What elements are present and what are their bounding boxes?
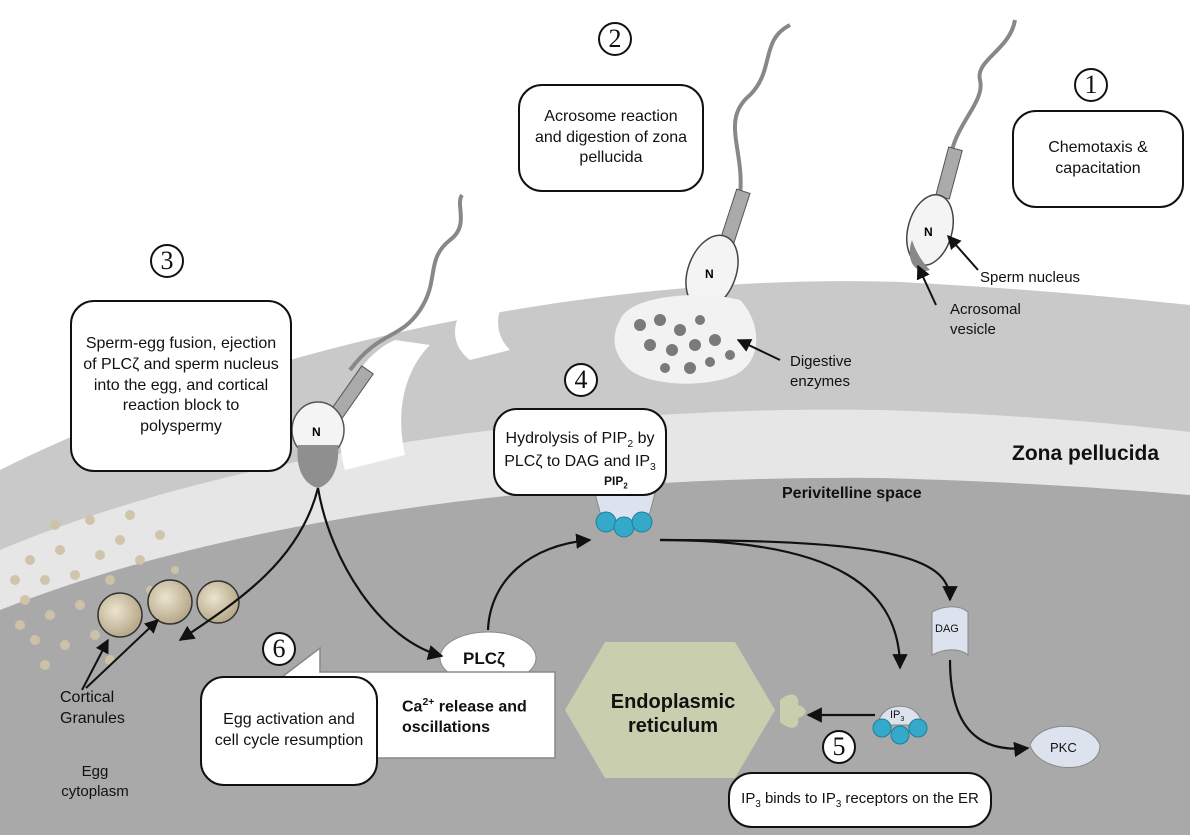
step-6-box: Egg activation and cell cycle resumption	[200, 676, 378, 786]
pointer-sperm-nucleus	[947, 234, 979, 271]
ca-release-label: Ca2+ release and oscillations	[402, 697, 527, 737]
cortical-granule-1	[97, 592, 143, 638]
step-1-number: 1	[1074, 68, 1108, 102]
ip3-beads	[872, 718, 928, 745]
step-5-box: IP3 binds to IP3 receptors on the ER	[728, 772, 992, 828]
digestive-enzyme-cloud	[614, 295, 757, 384]
pointer-cortical-granule-2	[85, 619, 160, 689]
pointer-cortical-granule-1	[81, 638, 109, 691]
arrow-fusion-to-activation	[178, 487, 320, 641]
cortical-granule-3	[196, 580, 240, 624]
sperm-3-nucleus-letter: N	[312, 425, 321, 439]
acrosomal-vesicle-label: Acrosomal vesicle	[950, 301, 1021, 338]
sperm-1-nucleus-letter: N	[924, 225, 933, 239]
cortical-granule-cluster	[10, 510, 179, 670]
dag-shape	[931, 606, 969, 657]
step-1-box: Chemotaxis & capacitation	[1012, 110, 1184, 208]
cortical-granules-label: Cortical Granules	[60, 689, 125, 727]
sperm-1-midpiece	[935, 146, 963, 200]
egg-cytoplasm-label: Egg cytoplasm	[61, 763, 129, 800]
step-4-text: Hydrolysis of PIP2 by PLCζ to DAG and IP…	[504, 430, 656, 474]
step-1-text: Chemotaxis & capacitation	[1048, 139, 1148, 177]
sperm-2-tail	[732, 23, 791, 196]
ip3-label: IP3	[890, 709, 905, 724]
sperm-1-tail	[950, 19, 1017, 151]
step-3-box: Sperm-egg fusion, ejection of PLCζ and s…	[70, 300, 292, 472]
arrow-fusion-to-plc	[316, 487, 444, 660]
digestive-enzyme-dots	[634, 314, 735, 374]
step-6-number: 6	[262, 632, 296, 666]
step-3-text: Sperm-egg fusion, ejection of PLCζ and s…	[83, 335, 279, 436]
step-3-number: 3	[150, 244, 184, 278]
digestive-enzymes-label: Digestive enzymes	[790, 353, 852, 390]
perivitelline-space-label: Perivitelline space	[782, 485, 922, 502]
er-label: Endoplasmic reticulum	[610, 691, 736, 737]
arrow-plc-to-pip2	[486, 533, 592, 631]
step-2-number: 2	[598, 22, 632, 56]
dag-label: DAG	[935, 623, 959, 635]
sperm-nucleus-label: Sperm nucleus	[980, 269, 1081, 286]
er-hexagon	[565, 642, 775, 778]
zona-pellucida-label: Zona pellucida	[1012, 442, 1160, 465]
sperm-3-fusion-stalk	[297, 445, 339, 488]
pointer-acrosomal-vesicle	[916, 264, 937, 306]
zona-channel-right	[455, 300, 510, 360]
cortical-granule-2	[147, 579, 193, 625]
pkc-shape	[1029, 725, 1101, 768]
arrow-pip2-to-dag	[659, 538, 958, 602]
pointer-digestive-enzymes	[736, 339, 781, 361]
step-6-text: Egg activation and cell cycle resumption	[214, 711, 364, 749]
sperm-3-tail	[348, 193, 464, 372]
step-5-text: IP3 binds to IP3 receptors on the ER	[741, 789, 979, 810]
pkc-label: PKC	[1050, 740, 1077, 755]
plc-label: PLCζ	[463, 649, 505, 668]
arrow-pip2-to-ip3	[659, 538, 908, 670]
sperm-2-nucleus-letter: N	[705, 267, 714, 281]
step-4-number: 4	[564, 363, 598, 397]
step-4-box: Hydrolysis of PIP2 by PLCζ to DAG and IP…	[493, 408, 667, 496]
pip2-beads	[595, 511, 653, 538]
pip2-label: PIP2	[604, 474, 628, 491]
er-receptor	[780, 694, 806, 728]
step-2-text: Acrosome reaction and digestion of zona …	[534, 107, 688, 167]
step-2-box: Acrosome reaction and digestion of zona …	[518, 84, 704, 192]
step-5-number: 5	[822, 730, 856, 764]
arrow-dag-to-pkc	[948, 659, 1030, 758]
sperm-1-acrosome	[909, 240, 930, 271]
